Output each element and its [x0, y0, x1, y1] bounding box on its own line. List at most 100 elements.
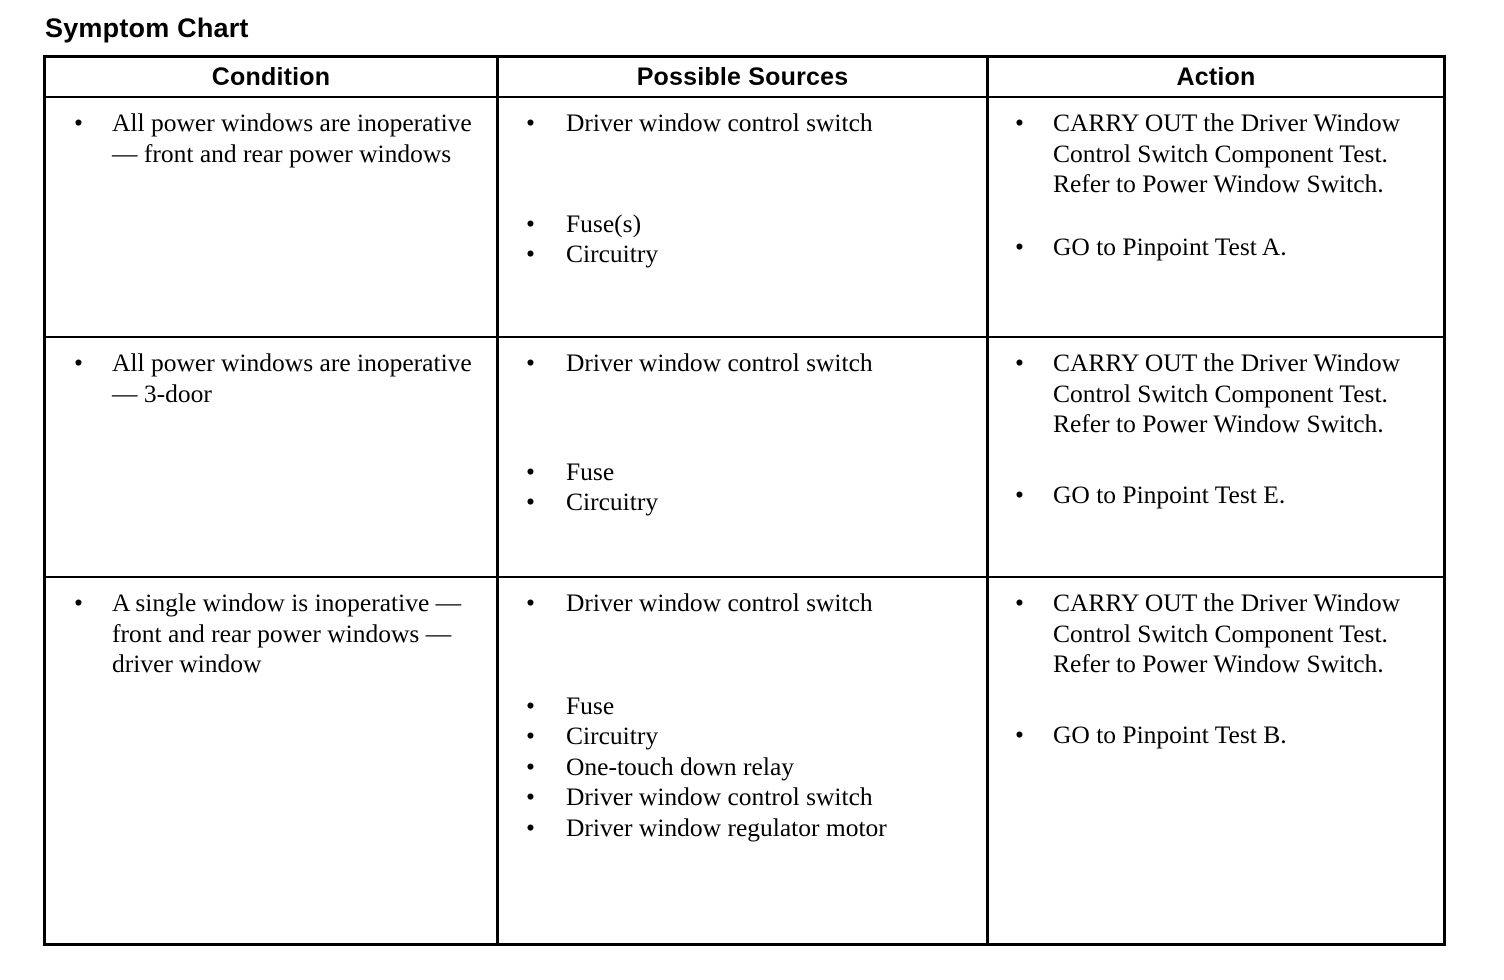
bullet-group: • Fuse • Circuitry • One-touch down rela… [507, 691, 978, 844]
group-spacer [507, 379, 978, 457]
list-item-label: GO to Pinpoint Test E. [1053, 479, 1286, 509]
list-item-label: CARRY OUT the Driver Window Control Swit… [1053, 108, 1400, 198]
group-spacer [997, 680, 1435, 720]
bullet-icon: • [526, 487, 535, 516]
list-item-label: GO to Pinpoint Test B. [1053, 719, 1287, 749]
bullet-group: • CARRY OUT the Driver Window Control Sw… [997, 348, 1435, 440]
list-item: • Driver window control switch [507, 108, 978, 139]
bullet-group: • CARRY OUT the Driver Window Control Sw… [997, 108, 1435, 200]
group-spacer [997, 440, 1435, 480]
bullet-icon: • [526, 208, 535, 238]
bullet-group: • Driver window control switch [507, 588, 978, 619]
list-item: • Fuse [507, 691, 978, 722]
list-item-label: Fuse [566, 690, 615, 720]
bullet-icon: • [526, 782, 535, 811]
list-item-label: Driver window control switch [566, 108, 873, 137]
bullet-icon: • [1015, 108, 1024, 137]
list-item: • Fuse(s) [507, 209, 978, 240]
list-item-label: One-touch down relay [566, 751, 795, 781]
cell-action: • CARRY OUT the Driver Window Control Sw… [986, 97, 1446, 337]
bullet-icon: • [526, 239, 535, 268]
cell-condition: • A single window is inoperative — front… [43, 576, 499, 944]
list-item-label: Driver window control switch [566, 588, 873, 617]
list-item-label: A single window is inoperative — front a… [112, 588, 462, 678]
bullet-icon: • [526, 456, 535, 486]
list-item-label: CARRY OUT the Driver Window Control Swit… [1053, 588, 1400, 678]
list-item: • CARRY OUT the Driver Window Control Sw… [997, 588, 1435, 680]
list-item: • Driver window regulator motor [507, 813, 978, 844]
bullet-icon: • [526, 348, 535, 377]
list-item-label: Circuitry [566, 487, 659, 516]
list-item-label: Fuse [566, 456, 615, 486]
list-item: • All power windows are inoperative — 3-… [54, 348, 488, 409]
column-header-possible-sources: Possible Sources [496, 56, 989, 98]
bullet-group: • All power windows are inoperative — fr… [54, 108, 488, 169]
cell-action: • CARRY OUT the Driver Window Control Sw… [986, 576, 1446, 944]
cell-condition: • All power windows are inoperative — 3-… [43, 336, 499, 577]
list-item-label: GO to Pinpoint Test A. [1053, 231, 1287, 261]
table-body: • All power windows are inoperative — fr… [43, 97, 1446, 944]
list-item: • One-touch down relay [507, 752, 978, 783]
cell-possible-sources: • Driver window control switch • Fuse [496, 576, 989, 944]
list-item-label: CARRY OUT the Driver Window Control Swit… [1053, 348, 1400, 438]
list-item: • GO to Pinpoint Test B. [997, 720, 1435, 751]
bullet-icon: • [526, 588, 535, 617]
bullet-icon: • [74, 348, 83, 377]
cell-action: • CARRY OUT the Driver Window Control Sw… [986, 336, 1446, 577]
bullet-group: • GO to Pinpoint Test B. [997, 720, 1435, 751]
cell-possible-sources: • Driver window control switch • Fuse [496, 336, 989, 577]
list-item-label: Driver window regulator motor [566, 812, 887, 842]
list-item: • Circuitry [507, 721, 978, 752]
table-header: Condition Possible Sources Action [43, 56, 1446, 98]
bullet-icon: • [526, 690, 535, 720]
bullet-group: • Fuse • Circuitry [507, 457, 978, 518]
table-row: • A single window is inoperative — front… [43, 576, 1446, 944]
list-item: • Driver window control switch [507, 782, 978, 813]
column-header-condition: Condition [43, 56, 499, 98]
list-item: • CARRY OUT the Driver Window Control Sw… [997, 108, 1435, 200]
list-item-label: Driver window control switch [566, 782, 873, 811]
bullet-group: • CARRY OUT the Driver Window Control Sw… [997, 588, 1435, 680]
bullet-icon: • [1015, 348, 1024, 377]
bullet-group: • GO to Pinpoint Test A. [997, 232, 1435, 263]
list-item: • Driver window control switch [507, 588, 978, 619]
page-title: Symptom Chart [45, 13, 249, 43]
list-item: • Circuitry [507, 487, 978, 518]
table-row: • All power windows are inoperative — fr… [43, 97, 1446, 337]
bullet-icon: • [526, 108, 535, 137]
group-spacer [507, 139, 978, 209]
header-row: Condition Possible Sources Action [43, 56, 1446, 98]
bullet-icon: • [1015, 231, 1024, 261]
bullet-group: • Fuse(s) • Circuitry [507, 209, 978, 270]
bullet-group: • All power windows are inoperative — 3-… [54, 348, 488, 409]
bullet-group: • GO to Pinpoint Test E. [997, 480, 1435, 511]
list-item: • A single window is inoperative — front… [54, 588, 488, 680]
list-item-label: Circuitry [566, 239, 659, 268]
list-item: • Circuitry [507, 239, 978, 270]
bullet-group: • Driver window control switch [507, 108, 978, 139]
list-item-label: Fuse(s) [566, 208, 642, 238]
bullet-group: • Driver window control switch [507, 348, 978, 379]
column-header-action: Action [986, 56, 1446, 98]
list-item-label: All power windows are inoperative — 3-do… [112, 348, 472, 408]
list-item: • Driver window control switch [507, 348, 978, 379]
list-item: • GO to Pinpoint Test A. [997, 232, 1435, 263]
bullet-icon: • [74, 108, 83, 137]
list-item: • All power windows are inoperative — fr… [54, 108, 488, 169]
symptom-chart-table: Condition Possible Sources Action • All … [43, 55, 1446, 946]
cell-possible-sources: • Driver window control switch • Fuse(s) [496, 97, 989, 337]
bullet-icon: • [526, 751, 535, 781]
list-item: • CARRY OUT the Driver Window Control Sw… [997, 348, 1435, 440]
bullet-icon: • [1015, 719, 1024, 749]
list-item: • GO to Pinpoint Test E. [997, 480, 1435, 511]
bullet-icon: • [74, 588, 83, 617]
group-spacer [507, 619, 978, 691]
bullet-icon: • [526, 721, 535, 750]
bullet-group: • A single window is inoperative — front… [54, 588, 488, 680]
table-row: • All power windows are inoperative — 3-… [43, 336, 1446, 577]
bullet-icon: • [1015, 479, 1024, 509]
group-spacer [997, 200, 1435, 232]
list-item-label: Driver window control switch [566, 348, 873, 377]
list-item: • Fuse [507, 457, 978, 488]
